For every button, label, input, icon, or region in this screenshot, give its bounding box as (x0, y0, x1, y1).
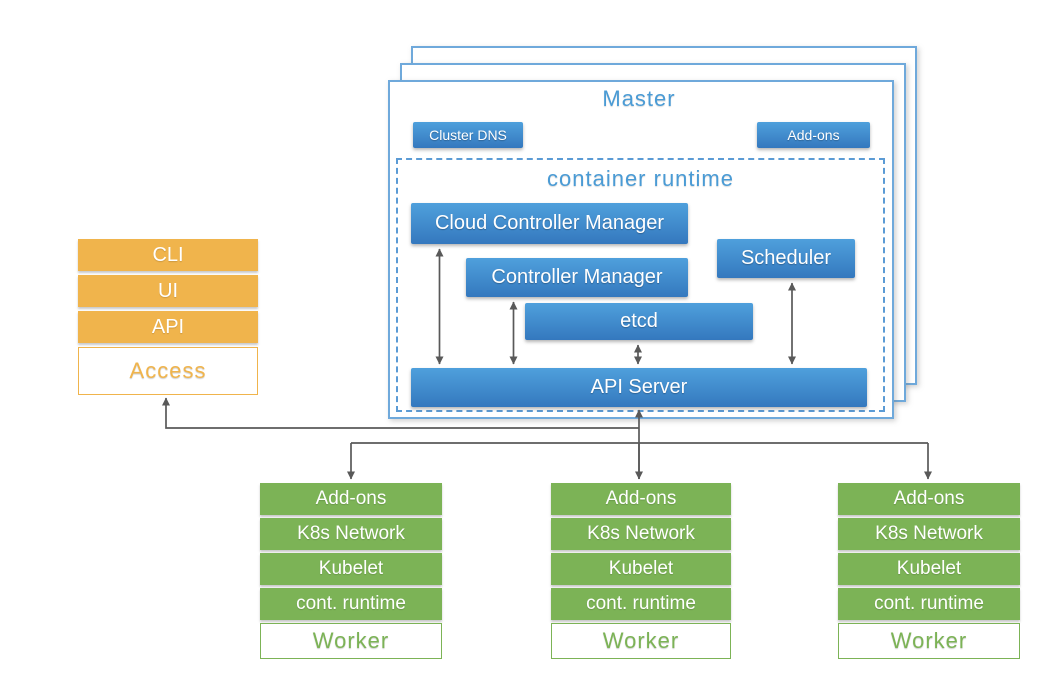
cloud-controller-manager-node: Cloud Controller Manager (411, 203, 688, 244)
worker-row-cont-runtime: cont. runtime (260, 588, 442, 620)
worker-label: Worker (551, 623, 731, 659)
worker-label: Worker (838, 623, 1020, 659)
worker-row-k8s-network: K8s Network (260, 518, 442, 550)
master-addons-node: Add-ons (757, 122, 870, 148)
worker-node-3: Add-ons K8s Network Kubelet cont. runtim… (838, 483, 1020, 659)
api-server-node: API Server (411, 368, 867, 407)
worker-node-2: Add-ons K8s Network Kubelet cont. runtim… (551, 483, 731, 659)
worker-row-cont-runtime: cont. runtime (838, 588, 1020, 620)
access-row-ui: UI (78, 275, 258, 307)
access-label: Access (78, 347, 258, 395)
etcd-node: etcd (525, 303, 753, 340)
worker-node-1: Add-ons K8s Network Kubelet cont. runtim… (260, 483, 442, 659)
access-row-cli: CLI (78, 239, 258, 271)
worker-row-addons: Add-ons (838, 483, 1020, 515)
worker-row-kubelet: Kubelet (260, 553, 442, 585)
access-row-api: API (78, 311, 258, 343)
container-runtime-title: container runtime (547, 166, 734, 191)
worker-row-k8s-network: K8s Network (838, 518, 1020, 550)
cluster-dns-node: Cluster DNS (413, 122, 523, 148)
worker-row-k8s-network: K8s Network (551, 518, 731, 550)
access-stack: CLI UI API Access (78, 239, 258, 395)
worker-row-kubelet: Kubelet (838, 553, 1020, 585)
worker-row-addons: Add-ons (260, 483, 442, 515)
worker-label: Worker (260, 623, 442, 659)
worker-row-kubelet: Kubelet (551, 553, 731, 585)
controller-manager-node: Controller Manager (466, 258, 688, 297)
scheduler-node: Scheduler (717, 239, 855, 278)
master-title: Master (602, 86, 676, 111)
worker-row-addons: Add-ons (551, 483, 731, 515)
worker-row-cont-runtime: cont. runtime (551, 588, 731, 620)
